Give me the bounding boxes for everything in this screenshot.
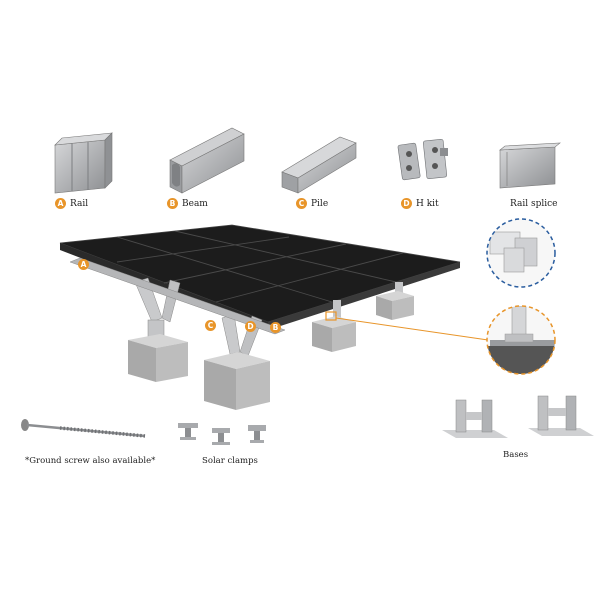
part-label-pile: C Pile	[296, 198, 328, 209]
concrete-block-left	[128, 334, 188, 382]
badge-a: A	[55, 198, 66, 209]
callout-d: D	[245, 321, 256, 332]
part-name-rail-splice: Rail splice	[510, 199, 558, 209]
part-name-beam: Beam	[182, 198, 208, 209]
ground-screw-illustration	[21, 419, 146, 438]
part-name-rail: Rail	[70, 198, 89, 209]
callout-c: C	[205, 320, 216, 331]
part-label-rail: A Rail	[55, 198, 88, 209]
badge-d: D	[401, 198, 412, 209]
part-name-h-kit: H kit	[416, 198, 439, 209]
post-zoom-circle	[486, 305, 556, 375]
part-label-beam: B Beam	[167, 198, 208, 209]
part-label-h-kit: D H kit	[401, 198, 439, 209]
detail-marker	[325, 311, 337, 321]
concrete-block-center	[204, 352, 270, 410]
detail-leader-line	[335, 317, 489, 341]
solar-clamps-label: Solar clamps	[202, 456, 258, 466]
rail-splice-illustration	[499, 142, 561, 189]
callout-b: B	[270, 322, 281, 333]
badge-b: B	[167, 198, 178, 209]
h-kit-illustration	[397, 138, 448, 181]
bases-label: Bases	[503, 450, 529, 460]
ground-screw-note: *Ground screw also available*	[25, 456, 156, 466]
callout-a: A	[78, 259, 89, 270]
bases-illustration	[442, 395, 594, 438]
rail-splice-zoom-circle	[486, 218, 556, 288]
concrete-block-rear-mid	[312, 316, 356, 352]
support-structure	[69, 257, 403, 357]
solar-clamps-illustration	[178, 423, 266, 445]
beam-illustration	[169, 127, 245, 194]
part-name-pile: Pile	[311, 198, 329, 209]
concrete-block-rear-right	[376, 291, 414, 320]
badge-c: C	[296, 198, 307, 209]
pile-illustration	[281, 136, 357, 194]
rail-illustration	[54, 132, 113, 194]
